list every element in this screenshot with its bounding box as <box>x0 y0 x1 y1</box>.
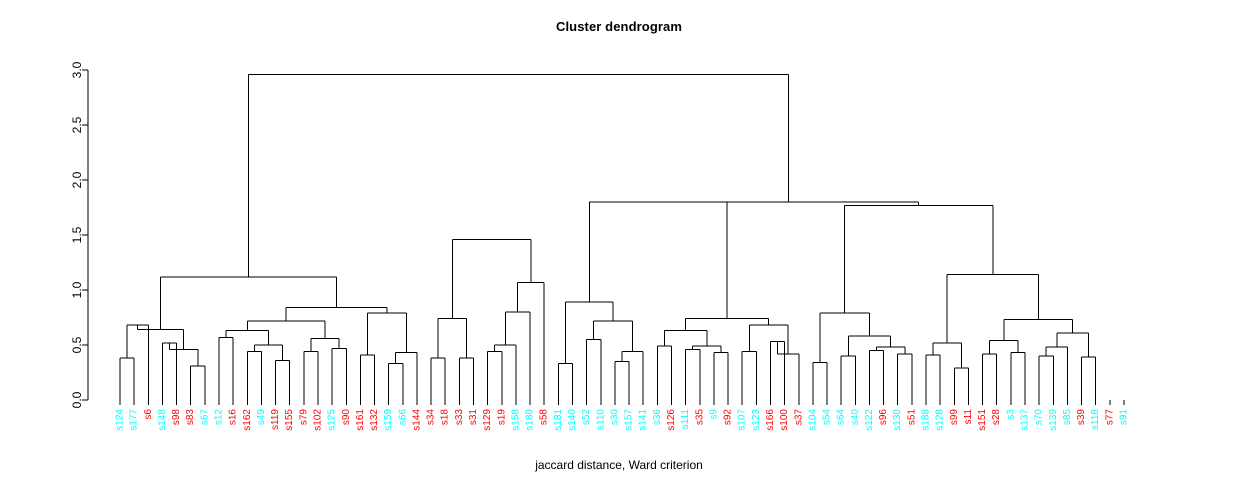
leaf-label: s132 <box>369 409 380 431</box>
leaf-label: s34 <box>426 409 437 426</box>
leaf-label: s180 <box>525 409 536 431</box>
leaf-label: s77 <box>1104 409 1115 426</box>
y-axis-tick-label: 3.0 <box>70 61 84 78</box>
leaf-label: s139 <box>1048 409 1059 431</box>
y-axis-tick-label: 2.0 <box>70 171 84 188</box>
y-axis: 0.0 0.5 1.0 1.5 2.0 2.5 3.0 <box>70 61 89 408</box>
dendrogram-tree <box>119 73 1097 400</box>
leaf-label: s96 <box>878 409 889 426</box>
leaf-label: s151 <box>977 409 988 431</box>
leaf-label: s6 <box>143 409 154 420</box>
leaf-label: s111 <box>680 409 691 430</box>
y-axis-tick-label: 0.5 <box>70 336 84 353</box>
leaf-label: s181 <box>553 409 564 431</box>
leaf-label: s125 <box>327 409 338 431</box>
leaf-label: s99 <box>949 409 960 426</box>
leaf-label: s102 <box>312 409 323 431</box>
leaf-label: s107 <box>737 409 748 431</box>
leaf-label: s137 <box>1020 409 1031 431</box>
leaf-label: s119 <box>270 409 281 430</box>
leaf-label: s18 <box>440 409 451 426</box>
leaf-label: s161 <box>355 409 366 431</box>
leaf-label: s31 <box>468 409 479 426</box>
leaf-label: s58 <box>539 409 550 426</box>
leaf-tick-marks <box>119 400 1125 405</box>
leaf-label: s110 <box>595 409 606 430</box>
y-axis-tick-label: 1.0 <box>70 281 84 298</box>
leaf-label: s159 <box>383 409 394 431</box>
leaf-label: s155 <box>284 409 295 431</box>
leaf-label: s126 <box>666 409 677 431</box>
x-axis-label: jaccard distance, Ward criterion <box>535 458 703 472</box>
leaf-label: s92 <box>723 409 734 426</box>
leaf-label: s118 <box>1090 409 1101 430</box>
leaf-label: s158 <box>510 409 521 431</box>
leaf-label: s129 <box>482 409 493 431</box>
leaf-label: s39 <box>1076 409 1087 426</box>
leaf-label: s33 <box>454 409 465 426</box>
leaf-label: s67 <box>199 409 210 426</box>
leaf-label: s90 <box>341 409 352 426</box>
leaf-label: s9 <box>708 409 719 420</box>
leaf-label: s123 <box>751 409 762 431</box>
leaf-label: s144 <box>411 409 422 431</box>
leaf-label: s51 <box>906 409 917 426</box>
leaf-label: s91 <box>1119 409 1130 426</box>
y-axis-tick-label: 2.5 <box>70 116 84 133</box>
y-axis-tick-label: 1.5 <box>70 226 84 243</box>
leaf-label: s79 <box>298 409 309 426</box>
leaf-label: s3 <box>1005 409 1016 420</box>
leaf-label: s98 <box>171 409 182 426</box>
leaf-label: s11 <box>963 409 974 425</box>
leaf-label: s36 <box>652 409 663 426</box>
y-axis-tick-label: 0.0 <box>70 391 84 408</box>
leaf-label: s85 <box>1062 409 1073 426</box>
leaf-label: s140 <box>567 409 578 431</box>
leaf-label: s177 <box>129 409 140 431</box>
leaf-label: s100 <box>779 409 790 431</box>
leaf-label: s30 <box>609 409 620 426</box>
leaf-label: s128 <box>935 409 946 431</box>
leaf-label: s124 <box>115 409 126 431</box>
leaf-label: s64 <box>836 409 847 426</box>
leaf-label: s130 <box>892 409 903 431</box>
leaf-label: s16 <box>228 409 239 426</box>
leaf-label: s49 <box>256 409 267 426</box>
page-title: Cluster dendrogram <box>555 19 683 34</box>
leaf-label: s40 <box>850 409 861 426</box>
leaf-label: s37 <box>793 409 804 426</box>
leaf-label: s35 <box>694 409 705 426</box>
leaf-label: s54 <box>822 409 833 426</box>
leaf-label: s188 <box>921 409 932 431</box>
leaf-label: s66 <box>397 409 408 426</box>
leaf-label: s104 <box>807 409 818 431</box>
leaf-label: s162 <box>242 409 253 431</box>
leaf-label: s141 <box>638 409 649 431</box>
leaf-label: s28 <box>991 409 1002 426</box>
leaf-label: s148 <box>157 409 168 431</box>
leaf-label: s157 <box>624 409 635 431</box>
leaf-label: s12 <box>213 409 224 426</box>
leaf-label: s19 <box>496 409 507 426</box>
leaf-label: s122 <box>864 409 875 431</box>
leaf-label: s166 <box>765 409 776 431</box>
leaf-label: s52 <box>581 409 592 426</box>
leaf-label: s70 <box>1034 409 1045 426</box>
leaf-label: s83 <box>185 409 196 426</box>
